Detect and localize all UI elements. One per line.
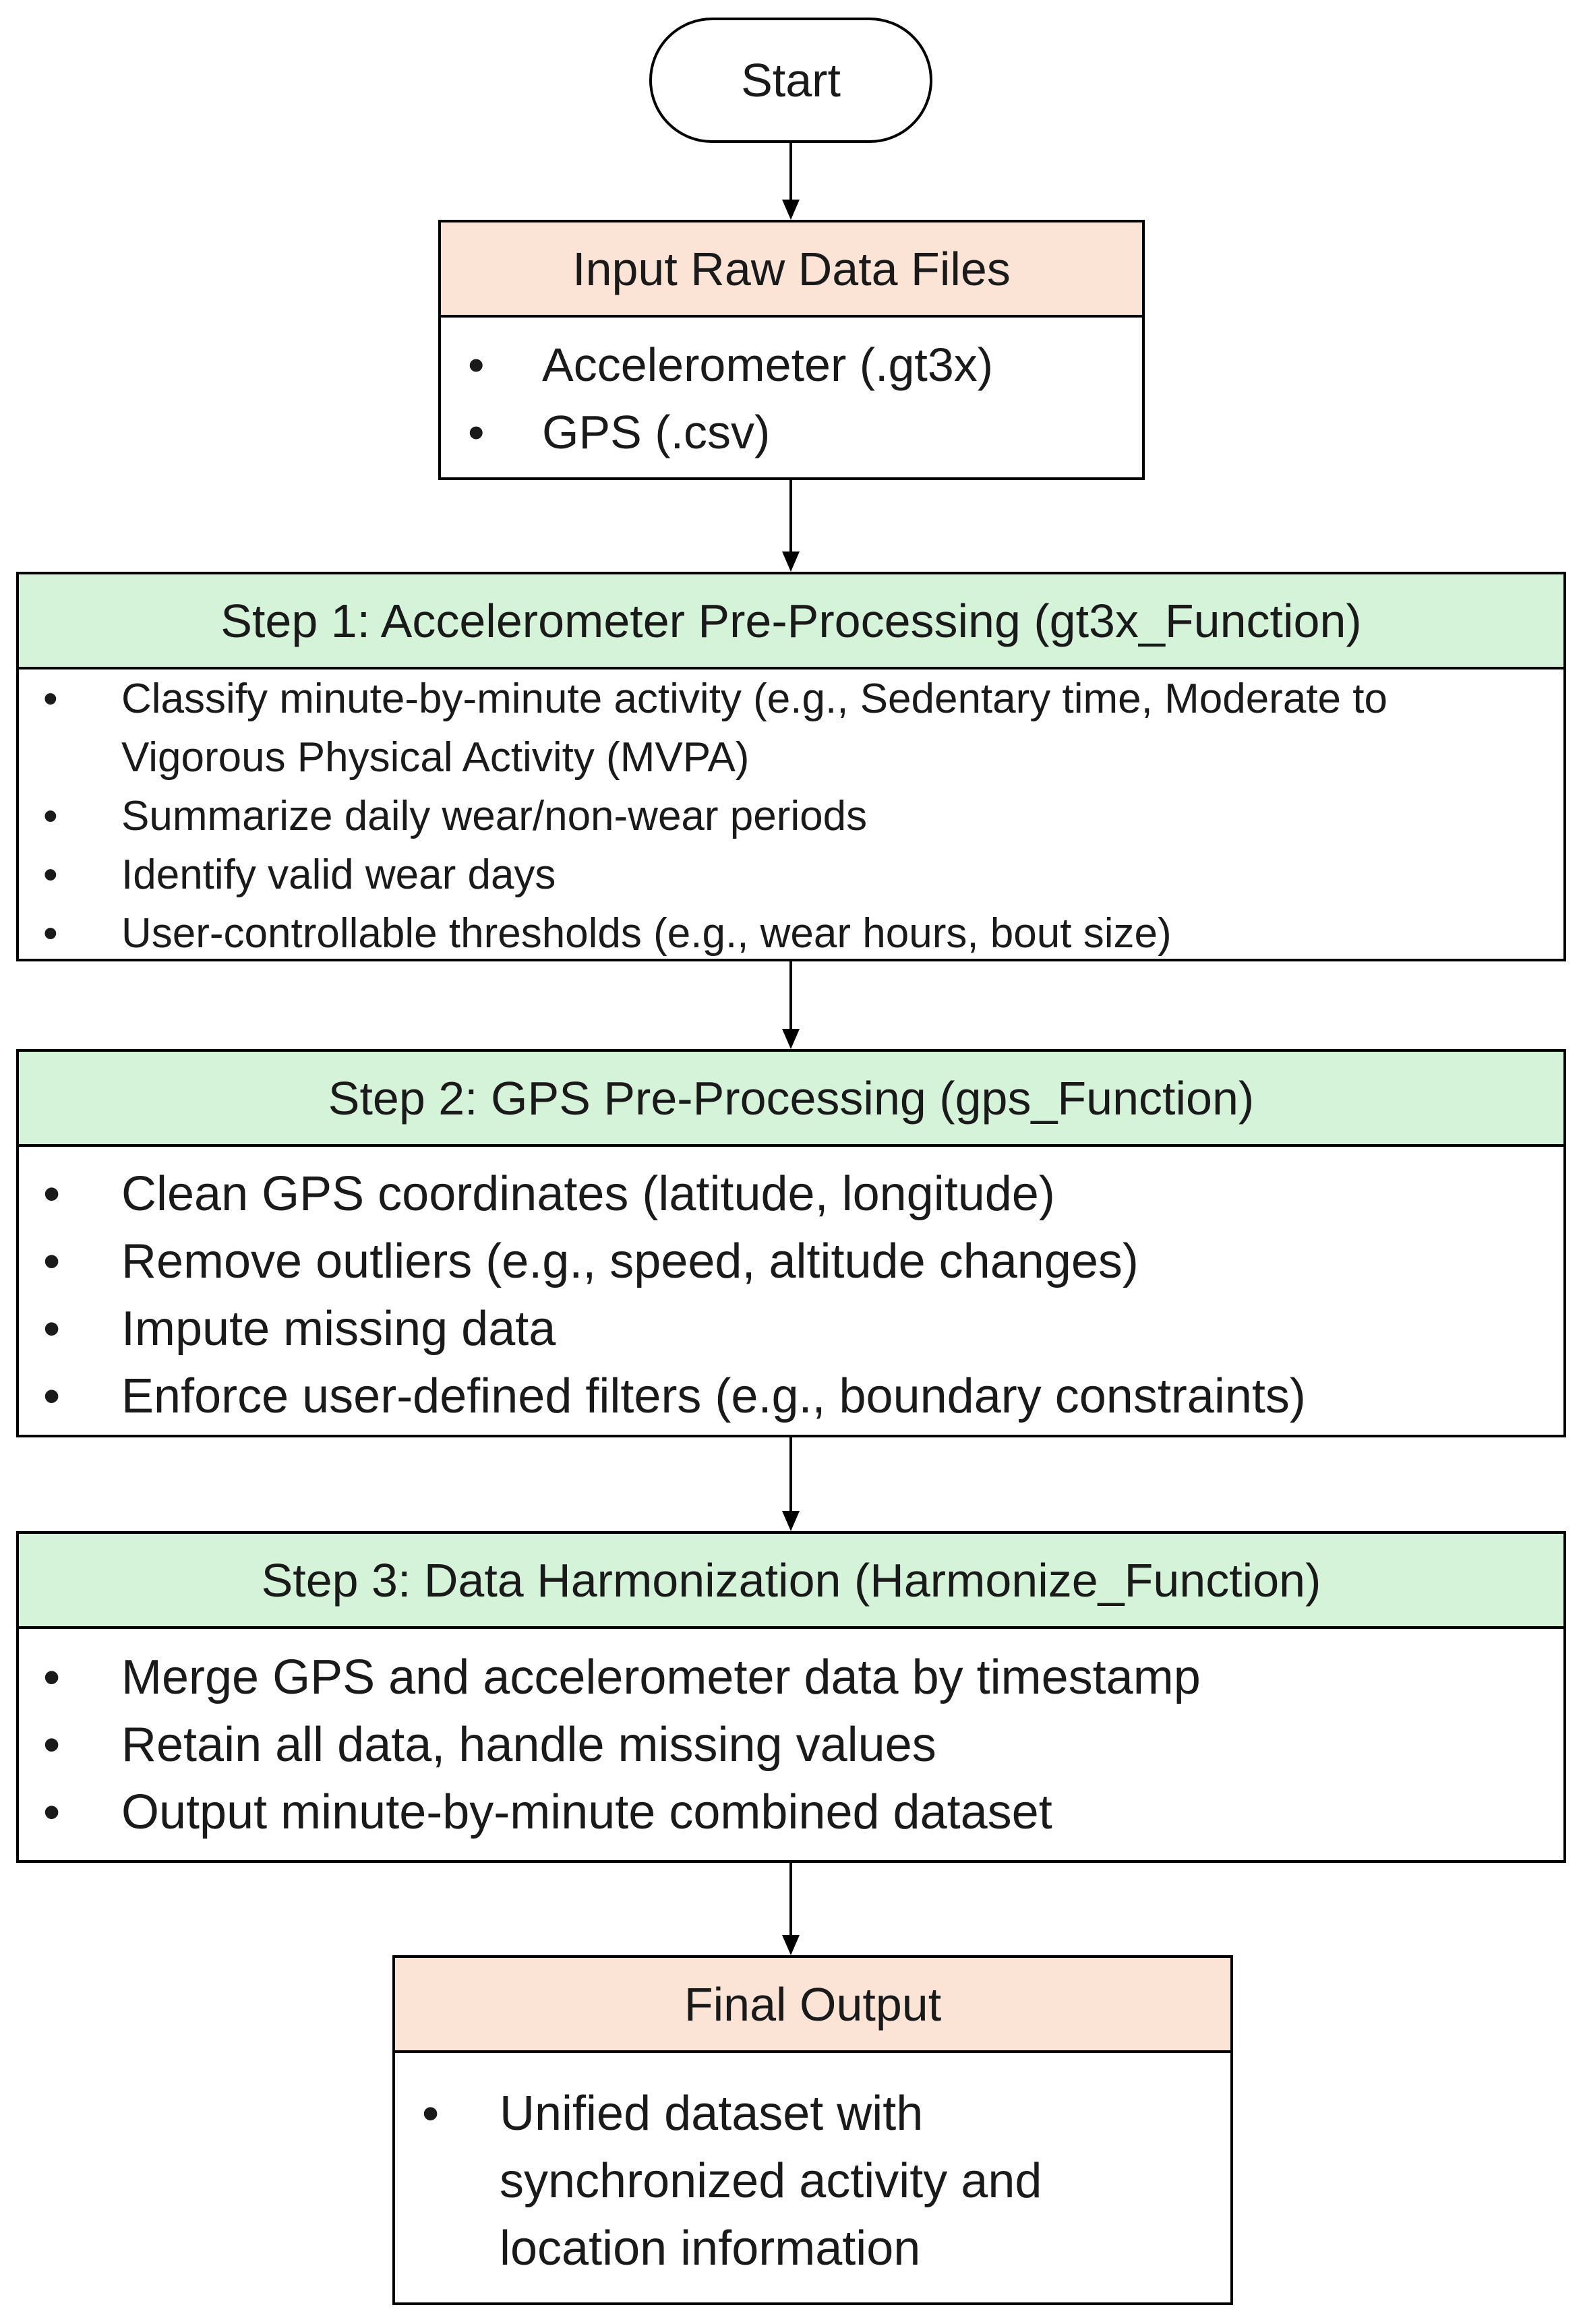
list-item: Retain all data, handle missing values (19, 1711, 1563, 1779)
step3-harmonization-box: Step 3: Data Harmonization (Harmonize_Fu… (16, 1531, 1566, 1863)
list-item: Identify valid wear days (19, 845, 1563, 904)
list-item: Output minute-by-minute combined dataset (19, 1779, 1563, 1846)
list-item: Enforce user-defined filters (e.g., boun… (19, 1363, 1563, 1430)
step2-list: Clean GPS coordinates (latitude, longitu… (19, 1160, 1563, 1430)
input-box-body: Accelerometer (.gt3x) GPS (.csv) (441, 318, 1142, 466)
list-item: GPS (.csv) (441, 398, 1142, 466)
arrow-step3-to-final (782, 1863, 800, 1955)
final-output-list: Unified dataset with synchronized activi… (395, 2080, 1230, 2282)
final-output-box: Final Output Unified dataset with synchr… (392, 1955, 1233, 2305)
arrow-step1-to-step2 (782, 961, 800, 1049)
arrow-step2-to-step3 (782, 1437, 800, 1531)
step1-accelerometer-box: Step 1: Accelerometer Pre-Processing (gt… (16, 572, 1566, 963)
start-terminator: Start (649, 18, 932, 143)
step3-list: Merge GPS and accelerometer data by time… (19, 1644, 1563, 1846)
step1-title: Step 1: Accelerometer Pre-Processing (gt… (19, 574, 1563, 669)
final-output-title: Final Output (395, 1958, 1230, 2053)
arrow-input-to-step1 (782, 480, 800, 572)
arrow-start-to-input (782, 143, 800, 220)
list-item: Impute missing data (19, 1295, 1563, 1363)
step2-gps-box: Step 2: GPS Pre-Processing (gps_Function… (16, 1049, 1566, 1437)
step3-body: Merge GPS and accelerometer data by time… (19, 1629, 1563, 1846)
step2-title: Step 2: GPS Pre-Processing (gps_Function… (19, 1052, 1563, 1147)
step2-body: Clean GPS coordinates (latitude, longitu… (19, 1147, 1563, 1430)
step3-title: Step 3: Data Harmonization (Harmonize_Fu… (19, 1534, 1563, 1629)
input-list: Accelerometer (.gt3x) GPS (.csv) (441, 331, 1142, 466)
final-output-body: Unified dataset with synchronized activi… (395, 2053, 1230, 2282)
list-item: Classify minute-by-minute activity (e.g.… (19, 669, 1563, 787)
list-item: User-controllable thresholds (e.g., wear… (19, 904, 1563, 963)
input-raw-data-box: Input Raw Data Files Accelerometer (.gt3… (438, 220, 1145, 480)
list-item: Summarize daily wear/non-wear periods (19, 787, 1563, 845)
list-item: Remove outliers (e.g., speed, altitude c… (19, 1228, 1563, 1295)
list-item: Accelerometer (.gt3x) (441, 331, 1142, 398)
step1-list: Classify minute-by-minute activity (e.g.… (19, 669, 1563, 963)
input-box-title: Input Raw Data Files (441, 222, 1142, 318)
list-item: Clean GPS coordinates (latitude, longitu… (19, 1160, 1563, 1228)
list-item: Unified dataset with synchronized activi… (395, 2080, 1230, 2282)
step1-body: Classify minute-by-minute activity (e.g.… (19, 669, 1563, 963)
start-label: Start (741, 54, 841, 107)
list-item: Merge GPS and accelerometer data by time… (19, 1644, 1563, 1711)
